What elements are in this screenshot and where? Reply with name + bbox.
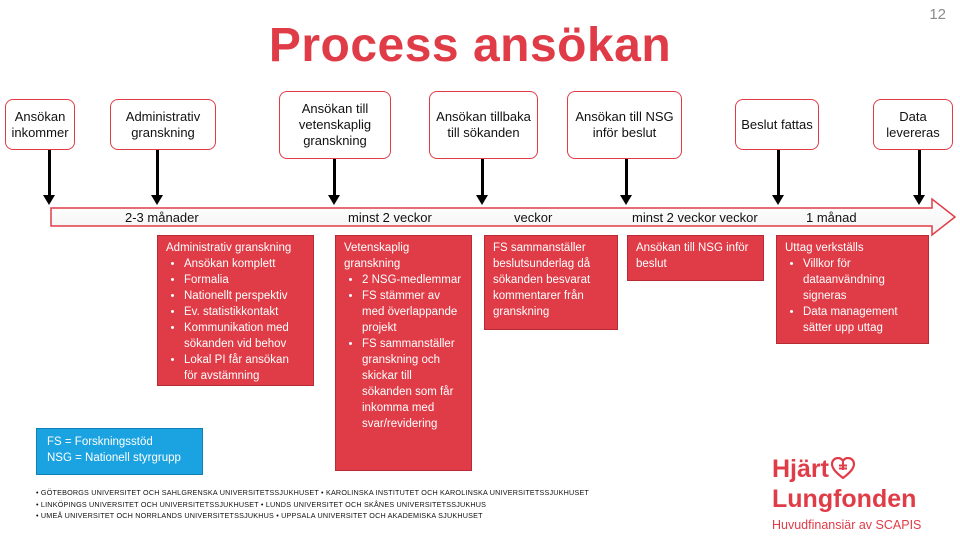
drop-arrow-2 [151,150,163,205]
duration-1: 2-3 månader [125,210,199,225]
logo-line1: Hjärt [772,455,829,483]
detail-item: FS stämmer av med överlappande projekt [362,288,463,336]
detail-item: Kommunikation med sökanden vid behov [184,320,305,352]
detail-heading: Vetenskaplig granskning [344,242,410,270]
logo-line2: Lungfonden [772,485,917,513]
detail-text: Ansökan till NSG inför beslut [636,242,749,270]
detail-fs-sammanstaller: FS sammanställer beslutsunderlag då söka… [484,235,618,330]
drop-arrow-4 [476,159,488,205]
drop-arrow-1 [43,150,55,205]
stage-beslut-fattas: Beslut fattas [735,99,819,150]
detail-item: 2 NSG-medlemmar [362,272,463,288]
detail-item: Ansökan komplett [184,256,305,272]
detail-item: FS sammanställer granskning och skickar … [362,336,463,432]
drop-arrow-5 [620,159,632,205]
hjart-lungfonden-logo: Hjärt Lungfonden Huvudfinansiär av SCAPI… [772,455,921,532]
detail-administrativ-granskning: Administrativ granskning Ansökan komplet… [157,235,314,386]
duration-3: veckor [514,210,553,225]
heart-cross-icon [830,456,856,485]
detail-item: Data management sätter upp uttag [803,304,920,336]
detail-item: Lokal PI får ansökan för avstämning [184,352,305,384]
detail-item: Formalia [184,272,305,288]
stage-administrativ-granskning: Administrativ granskning [110,99,216,150]
detail-heading: Uttag verkställs [785,242,864,254]
duration-4: minst 2 veckor veckor [632,210,758,225]
detail-item: Ev. statistikkontakt [184,304,305,320]
page-title: Process ansökan [268,19,672,72]
detail-item: Nationellt perspektiv [184,288,305,304]
drop-arrow-3 [328,159,340,205]
detail-item: Villkor för dataanvändning signeras [803,256,920,304]
detail-heading: Administrativ granskning [166,242,292,254]
detail-nsg: Ansökan till NSG inför beslut [627,235,764,281]
drop-arrow-7 [913,150,925,205]
timeline-arrow [50,197,957,237]
abbreviation-legend: FS = Forskningsstöd NSG = Nationell styr… [36,428,203,475]
detail-text: FS sammanställer beslutsunderlag då söka… [493,242,591,318]
duration-5: 1 månad [806,210,857,225]
university-line: • GÖTEBORGS UNIVERSITET OCH SAHLGRENSKA … [36,488,590,497]
legend-nsg: NSG = Nationell styrgrupp [47,452,181,464]
duration-2: minst 2 veckor [348,210,432,225]
university-line: • UMEÅ UNIVERSITET OCH NORRLANDS UNIVERS… [36,511,483,520]
legend-fs: FS = Forskningsstöd [47,436,153,448]
logo-tagline: Huvudfinansiär av SCAPIS [772,518,922,532]
detail-uttag-verkstalls: Uttag verkställs Villkor för dataanvändn… [776,235,929,344]
stage-data-levereras: Data levereras [873,99,953,150]
stage-tillbaka-till-sokanden: Ansökan tillbaka till sökanden [429,91,538,159]
drop-arrow-6 [772,150,784,205]
university-line: • LINKÖPINGS UNIVERSITET OCH UNIVERSITET… [36,499,487,509]
universities-footer: • GÖTEBORGS UNIVERSITET OCH SAHLGRENSKA … [36,487,589,522]
page-number: 12 [929,6,946,23]
stage-nsg-infor-beslut: Ansökan till NSG inför beslut [567,91,682,159]
stage-vetenskaplig-granskning: Ansökan till vetenskaplig granskning [279,91,391,159]
stage-ansokan-inkommer: Ansökan inkommer [5,99,75,150]
detail-vetenskaplig-granskning: Vetenskaplig granskning 2 NSG-medlemmar … [335,235,472,471]
